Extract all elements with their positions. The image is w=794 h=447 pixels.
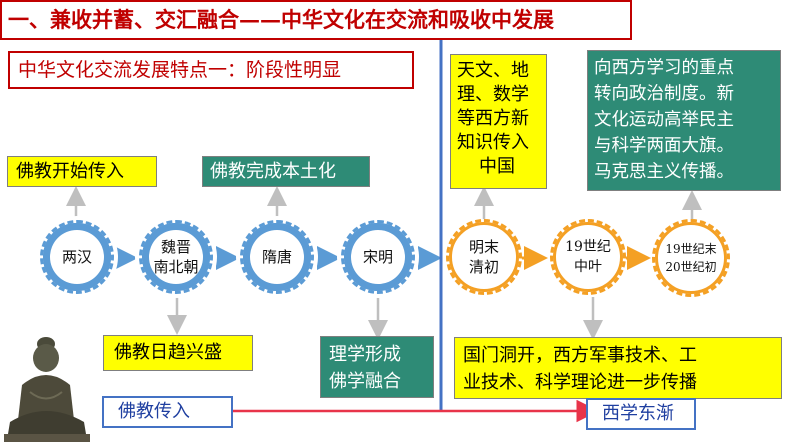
- node-label: 两汉: [62, 247, 92, 267]
- timeline-node: 两汉: [40, 220, 114, 294]
- box-line: 佛学融合: [329, 368, 433, 395]
- timeline-node: 明末 清初: [446, 219, 522, 295]
- box-line: 知识传入: [457, 131, 546, 155]
- box-line: 业技术、科学理论进一步传播: [463, 369, 781, 396]
- section-subtitle: 中华文化交流发展特点一：阶段性明显: [8, 51, 414, 89]
- box-line: 马克思主义传播。: [594, 159, 780, 185]
- box-line: 中国: [457, 155, 546, 179]
- node-label: 隋唐: [262, 247, 292, 267]
- node-label: 宋明: [363, 247, 393, 267]
- node-label: 魏晋: [161, 237, 191, 257]
- box-line: 理学形成: [329, 341, 433, 368]
- box-line: 向西方学习的重点: [594, 55, 780, 81]
- summary-western-learning: 西学东渐: [586, 398, 696, 430]
- summary-buddhism: 佛教传入: [102, 396, 233, 428]
- node-label: 19世纪: [565, 237, 611, 257]
- timeline-node: 19世纪 中叶: [550, 219, 626, 295]
- timeline-node: 宋明: [341, 220, 415, 294]
- node-label: 南北朝: [153, 257, 198, 277]
- box-line: 国门洞开，西方军事技术、工: [463, 342, 781, 369]
- box-line: 文化运动高举民主: [594, 107, 780, 133]
- timeline-node: 19世纪末 20世纪初: [652, 219, 730, 297]
- box-buddhism-intro: 佛教开始传入: [7, 156, 157, 187]
- node-label: 明末: [469, 237, 499, 257]
- node-label: 19世纪末: [665, 240, 716, 258]
- box-line: 等西方新: [457, 107, 546, 131]
- box-buddhism-flourish: 佛教日趋兴盛: [103, 335, 253, 371]
- timeline-node: 魏晋 南北朝: [139, 220, 213, 294]
- node-label: 中叶: [574, 257, 602, 277]
- box-line: 天文、地: [457, 59, 546, 83]
- box-neo-confucianism: 理学形成 佛学融合: [320, 336, 434, 398]
- page-title: 一、兼收并蓄、交汇融合——中华文化在交流和吸收中发展: [0, 0, 632, 40]
- node-label: 清初: [469, 257, 499, 277]
- box-line: 理、数学: [457, 83, 546, 107]
- box-opening: 国门洞开，西方军事技术、工 业技术、科学理论进一步传播: [454, 337, 782, 399]
- box-west-science: 天文、地 理、数学 等西方新 知识传入 中国: [450, 54, 547, 189]
- timeline-node: 隋唐: [240, 220, 314, 294]
- box-buddhism-localized: 佛教完成本土化: [202, 156, 370, 187]
- node-label: 20世纪初: [665, 258, 716, 276]
- box-line: 转向政治制度。新: [594, 81, 780, 107]
- box-west-politics: 向西方学习的重点 转向政治制度。新 文化运动高举民主 与科学两面大旗。 马克思主…: [587, 50, 781, 191]
- box-line: 与科学两面大旗。: [594, 133, 780, 159]
